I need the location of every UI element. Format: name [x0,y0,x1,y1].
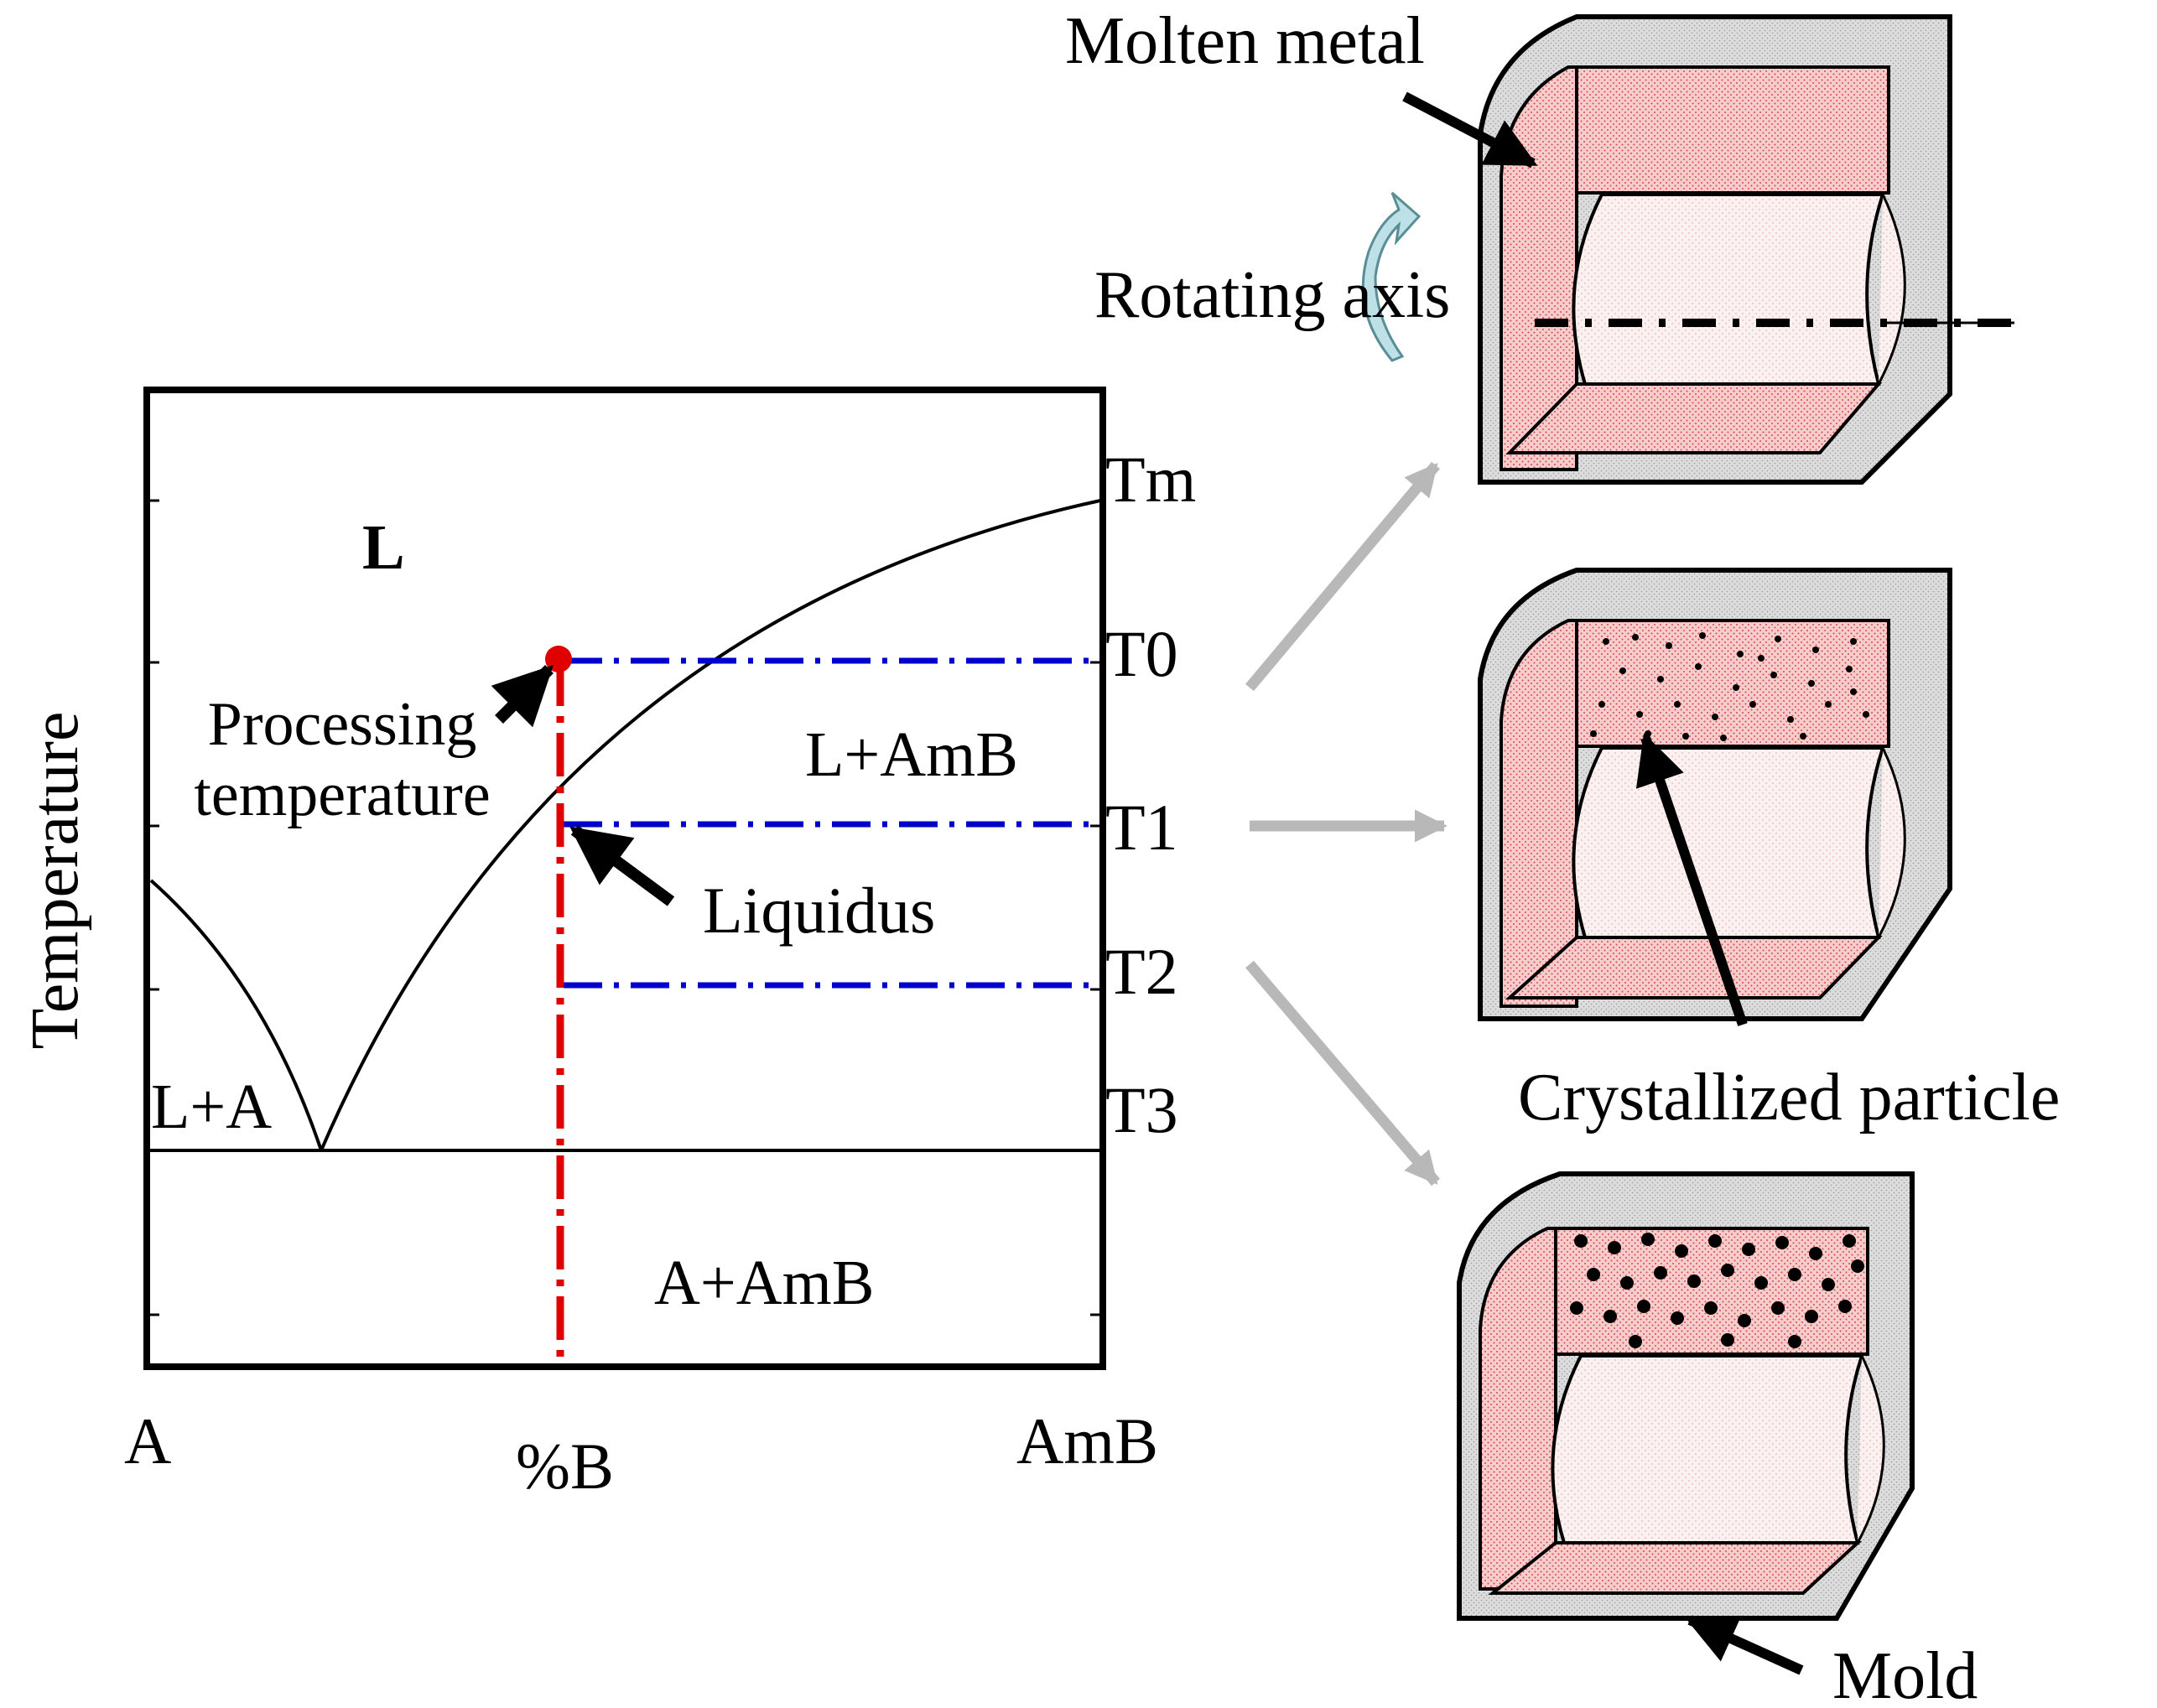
melt-bottom [1505,382,1883,454]
phase-diagram: Temperature A %B AmB Tm T0 T1 T2 T3 L L+… [18,387,1196,1503]
flow-arrow-top [1245,461,1440,692]
liquidus-curve-a [149,879,323,1151]
mold-molten [1478,14,2017,485]
cavity [1572,193,1885,386]
temp-label-tm: Tm [1105,443,1196,516]
molten-metal-label: Molten metal [1065,4,1425,78]
x-label-percent-b: %B [516,1430,614,1503]
cavity [1572,746,1885,939]
processing-arrow [491,665,554,728]
melt-top [1554,1227,1869,1356]
liquidus-label: Liquidus [703,874,935,947]
cavity-right-face [1877,194,1906,385]
isotherm-lines [564,657,1094,989]
temp-label-t2: T2 [1105,935,1178,1008]
melt-side [1500,619,1578,1008]
molten-metal-arrow [1402,91,1538,169]
crystallized-particle-arrow [1635,733,1748,1026]
melt-top [1575,65,1890,195]
temp-label-t3: T3 [1105,1073,1178,1146]
region-label-l-amb: L+AmB [805,719,1018,790]
processing-point [545,646,572,672]
x-label-a: A [124,1404,171,1477]
mold-crystallizing [1478,568,1952,1021]
region-label-l: L [362,512,405,583]
x-label-amb: AmB [1016,1404,1158,1477]
plot-frame [143,387,1106,1370]
rotating-axis-label: Rotating axis [1094,258,1450,332]
melt-bottom [1505,936,1883,999]
mold-label: Mold [1832,1639,1978,1708]
y-axis-label: Temperature [18,711,92,1049]
crystallized-particle-label: Crystallized particle [1518,1061,2060,1134]
mold-solidified [1457,1171,1915,1621]
processing-label-line1: Processing [208,690,477,759]
region-label-a-amb: A+AmB [654,1248,874,1318]
melt-top [1575,619,1890,748]
cavity [1551,1354,1864,1544]
rotation-arrow-icon [1361,191,1422,362]
cavity-right-face [1877,747,1906,938]
temp-label-t1: T1 [1105,791,1178,864]
flow-arrows [1245,461,1448,1186]
liquidus-arrow [569,825,675,906]
region-label-l-a: L+A [151,1072,272,1142]
cavity-right-face [1856,1355,1885,1544]
mold-arrow [1685,1615,1804,1675]
melt-bottom [1488,1541,1863,1595]
y-ticks [147,499,1103,1316]
flow-arrow-bottom [1245,960,1440,1186]
large-particles [1570,1233,1864,1348]
melt-side [1479,1227,1557,1591]
temp-label-t0: T0 [1105,617,1178,690]
processing-label-line2: temperature [194,761,490,829]
liquidus-curve-amb [320,499,1101,1151]
